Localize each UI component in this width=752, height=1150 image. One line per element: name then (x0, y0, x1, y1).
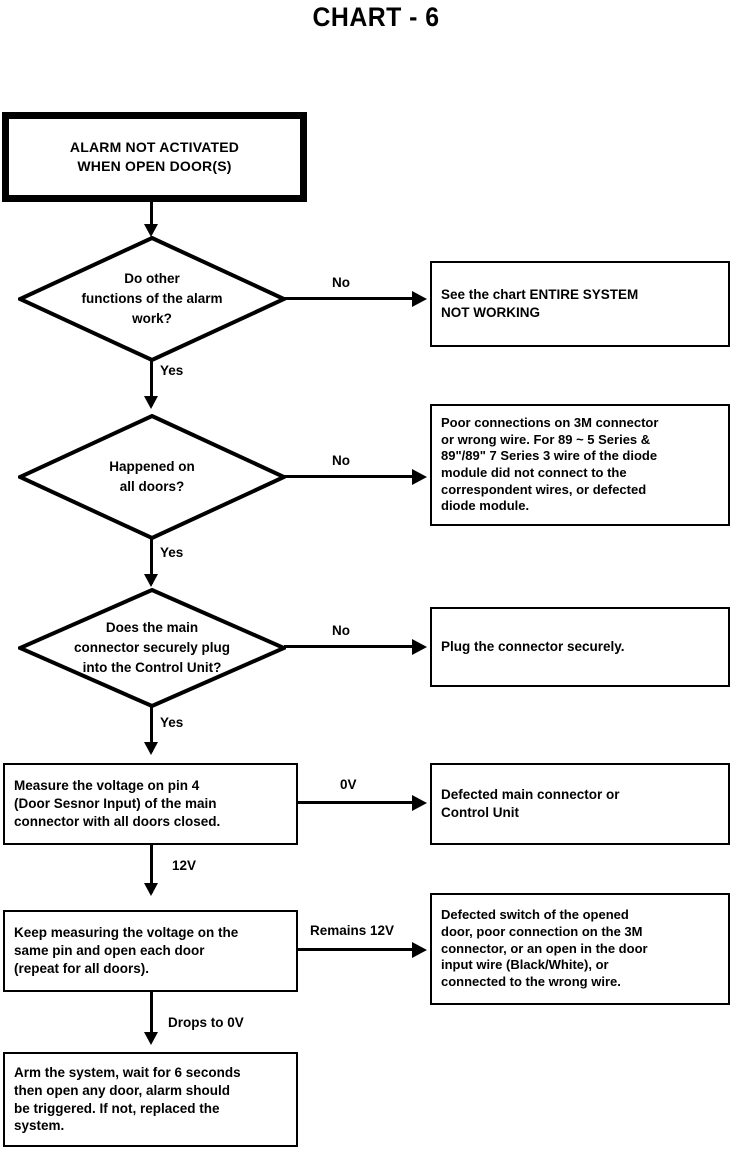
connector-d1-to-d2 (150, 360, 153, 406)
connector-d3-to-p1 (150, 706, 153, 752)
edge-label-remains-12v: Remains 12V (310, 923, 395, 938)
arrowhead-p1-to-p2 (144, 883, 158, 896)
node-decision-happened-on-all-doors: Happened on all doors? (18, 414, 286, 540)
connector-p2-to-p3 (150, 992, 153, 1040)
arrowhead-p2-to-p3 (144, 1032, 158, 1045)
arrowhead-start-to-d1 (144, 224, 158, 237)
node-result-1-label: See the chart ENTIRE SYSTEM NOT WORKING (441, 287, 639, 320)
connector-d2-to-d3 (150, 538, 153, 584)
node-result-4-label: Defected main connector or Control Unit (441, 787, 620, 820)
node-result-entire-system-not-working: See the chart ENTIRE SYSTEM NOT WORKING (430, 261, 730, 347)
arrowhead-d2-to-d3 (144, 574, 158, 587)
node-process-3-label: Arm the system, wait for 6 seconds then … (14, 1064, 241, 1134)
arrowhead-p1-to-r4 (412, 795, 427, 811)
edge-label-yes-2: Yes (160, 545, 184, 560)
node-result-3-label: Plug the connector securely. (441, 639, 625, 655)
page-title: CHART - 6 (312, 2, 440, 32)
connector-d2-to-r2 (284, 475, 414, 478)
edge-label-no-2: No (332, 453, 350, 468)
node-process-2-label: Keep measuring the voltage on the same p… (14, 925, 239, 976)
edge-label-no-3: No (332, 623, 350, 638)
node-result-poor-connections-3m: Poor connections on 3M connector or wron… (430, 404, 730, 526)
edge-label-0v: 0V (340, 777, 357, 792)
node-start-alarm-not-activated: ALARM NOT ACTIVATED WHEN OPEN DOOR(S) (2, 112, 307, 202)
node-process-arm-the-system: Arm the system, wait for 6 seconds then … (3, 1052, 298, 1147)
arrowhead-d1-to-d2 (144, 396, 158, 409)
edge-label-yes-1: Yes (160, 363, 184, 378)
node-result-defected-switch-opened-door: Defected switch of the opened door, poor… (430, 893, 730, 1005)
node-result-2-label: Poor connections on 3M connector or wron… (441, 415, 659, 514)
arrowhead-d1-to-r1 (412, 291, 427, 307)
edge-label-drops-to-0v: Drops to 0V (168, 1015, 244, 1030)
node-decision-do-other-functions: Do other functions of the alarm work? (18, 236, 286, 362)
connector-start-to-d1 (150, 202, 153, 228)
node-result-5-label: Defected switch of the opened door, poor… (441, 906, 648, 990)
edge-label-no-1: No (332, 275, 350, 290)
connector-d3-to-r3 (284, 645, 414, 648)
node-process-keep-measuring-voltage: Keep measuring the voltage on the same p… (3, 910, 298, 992)
arrowhead-d2-to-r2 (412, 469, 427, 485)
connector-p1-to-p2 (150, 845, 153, 893)
connector-p1-to-r4 (296, 801, 414, 804)
node-start-label: ALARM NOT ACTIVATED WHEN OPEN DOOR(S) (69, 139, 240, 174)
node-result-defected-main-connector: Defected main connector or Control Unit (430, 763, 730, 845)
edge-label-yes-3: Yes (160, 715, 184, 730)
diamond-shape-1 (18, 236, 286, 362)
diamond-shape-2 (18, 414, 286, 540)
arrowhead-d3-to-r3 (412, 639, 427, 655)
node-result-plug-connector-securely: Plug the connector securely. (430, 607, 730, 687)
node-process-measure-voltage-pin4: Measure the voltage on pin 4 (Door Sesno… (3, 763, 298, 845)
connector-d1-to-r1 (284, 297, 414, 300)
edge-label-12v: 12V (172, 858, 197, 873)
connector-p2-to-r5 (296, 948, 414, 951)
diamond-shape-3 (18, 588, 286, 708)
arrowhead-d3-to-p1 (144, 742, 158, 755)
arrowhead-p2-to-r5 (412, 942, 427, 958)
node-decision-main-connector-plugged: Does the main connector securely plug in… (18, 588, 286, 708)
node-process-1-label: Measure the voltage on pin 4 (Door Sesno… (14, 778, 221, 829)
